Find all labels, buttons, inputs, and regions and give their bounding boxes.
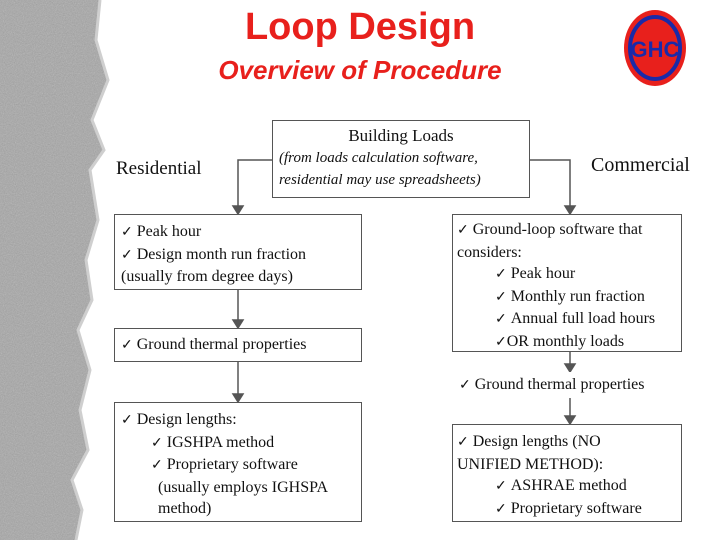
check-icon: ✓ <box>151 458 163 473</box>
list-item: ✓Ground thermal properties <box>459 374 675 397</box>
check-icon: ✓ <box>495 290 507 305</box>
check-icon: ✓ <box>495 502 507 517</box>
check-icon: ✓ <box>151 436 163 451</box>
list-note: method) <box>121 498 355 520</box>
list-subitem: ✓Peak hour <box>457 263 677 286</box>
building-loads-box: Building Loads (from loads calculation s… <box>272 120 530 198</box>
list-note: (usually from degree days) <box>121 266 355 288</box>
commercial-software-box: ✓Ground-loop software that considers: ✓P… <box>452 214 682 352</box>
check-icon: ✓ <box>121 413 133 428</box>
check-icon: ✓ <box>457 435 469 450</box>
building-loads-title: Building Loads <box>279 125 523 147</box>
check-icon: ✓ <box>457 223 469 238</box>
list-note: considers: <box>457 242 677 264</box>
list-subitem: ✓ASHRAE method <box>457 475 677 498</box>
list-subitem: ✓IGSHPA method <box>121 432 355 455</box>
list-subitem: ✓Annual full load hours <box>457 308 677 331</box>
list-subitem: ✓Proprietary software <box>121 454 355 477</box>
check-icon: ✓ <box>495 267 507 282</box>
commercial-label: Commercial <box>591 155 690 176</box>
check-icon: ✓ <box>495 312 507 327</box>
list-item: ✓Ground-loop software that <box>457 219 677 242</box>
commercial-design-box: ✓Design lengths (NO UNIFIED METHOD): ✓AS… <box>452 424 682 522</box>
residential-label: Residential <box>116 158 201 179</box>
check-icon: ✓ <box>121 338 133 353</box>
building-loads-note-2: residential may use spreadsheets) <box>279 169 523 191</box>
building-loads-note-1: (from loads calculation software, <box>279 147 523 169</box>
check-icon: ✓ <box>495 335 507 350</box>
list-subitem: ✓Monthly run fraction <box>457 286 677 309</box>
check-icon: ✓ <box>459 378 471 393</box>
check-icon: ✓ <box>121 225 133 240</box>
residential-loads-box: ✓Peak hour ✓Design month run fraction (u… <box>114 214 362 290</box>
commercial-ground-box: ✓Ground thermal properties <box>452 372 682 398</box>
list-subitem: ✓Proprietary software <box>457 498 677 521</box>
list-item: ✓Ground thermal properties <box>121 334 355 357</box>
check-icon: ✓ <box>495 479 507 494</box>
check-icon: ✓ <box>121 248 133 263</box>
list-subitem: ✓OR monthly loads <box>457 331 677 354</box>
list-item: ✓Peak hour <box>121 221 355 244</box>
residential-design-box: ✓Design lengths: ✓IGSHPA method ✓Proprie… <box>114 402 362 522</box>
list-item: ✓Design lengths (NO <box>457 431 677 454</box>
list-note: UNIFIED METHOD): <box>457 454 677 476</box>
list-note: (usually employs IGHSPA <box>121 477 355 499</box>
list-item: ✓Design lengths: <box>121 409 355 432</box>
list-item: ✓Design month run fraction <box>121 244 355 267</box>
residential-ground-box: ✓Ground thermal properties <box>114 328 362 362</box>
